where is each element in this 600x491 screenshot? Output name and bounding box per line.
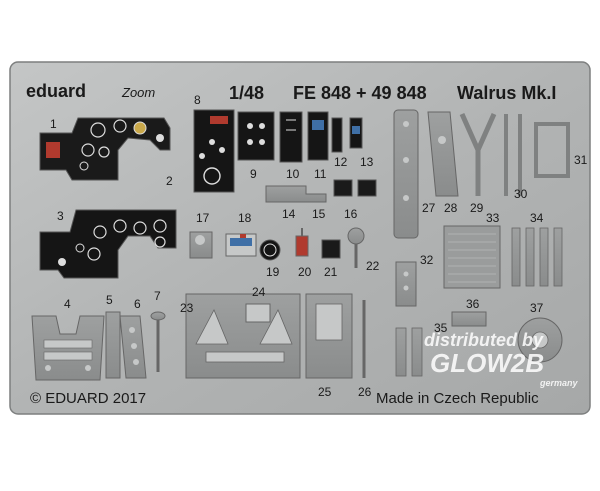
watermark-line-1: distributed by (424, 330, 544, 350)
part-number-16: 16 (344, 207, 358, 221)
part-25-rudder-pedals (305, 293, 353, 379)
part-8-radio-panel (193, 109, 235, 193)
part-number-20: 20 (298, 265, 312, 279)
brand-logo: eduard (26, 81, 86, 101)
part-number-31: 31 (574, 153, 588, 167)
part-number-35: 35 (434, 321, 448, 335)
part-24-seat-pad (245, 303, 271, 323)
part-number-24: 24 (252, 285, 266, 299)
part-10-panel (279, 111, 303, 163)
part-29-harness (459, 112, 497, 196)
part-number-9: 9 (250, 167, 257, 181)
part-number-18: 18 (238, 211, 252, 225)
part-number-13: 13 (360, 155, 374, 169)
part-number-11: 11 (314, 167, 327, 181)
part-number-34: 34 (530, 211, 544, 225)
part-30-belts (504, 114, 522, 196)
part-number-17: 17 (196, 211, 210, 225)
part-17-gauge-mount (189, 231, 213, 259)
part-number-7: 7 (154, 289, 161, 303)
part-number-2: 2 (166, 174, 173, 188)
part-number-14: 14 (282, 207, 296, 221)
scale-label: 1/48 (229, 83, 264, 103)
part-1-instrument-panel (39, 117, 171, 181)
part-9-switch-panel (237, 111, 275, 161)
part-6-lever-plate (119, 315, 147, 379)
part-23-floor-frame (185, 293, 301, 379)
part-number-19: 19 (266, 265, 280, 279)
part-4-seat-frame (31, 315, 105, 381)
part-number-3: 3 (57, 209, 64, 223)
part-number-30: 30 (514, 187, 528, 201)
part-number-28: 28 (444, 201, 458, 215)
origin-label: Made in Czech Republic (376, 390, 539, 407)
part-number-33: 33 (486, 211, 500, 225)
part-number-29: 29 (470, 201, 484, 215)
part-12-switch (331, 117, 343, 153)
product-codes: FE 848 + 49 848 (293, 83, 427, 103)
part-number-25: 25 (318, 385, 332, 399)
part-15-grille (333, 179, 377, 197)
part-number-4: 4 (64, 297, 71, 311)
part-33-mesh-panel (443, 225, 501, 289)
part-16-crank (347, 227, 365, 268)
part-13-switch (349, 117, 363, 149)
part-number-23: 23 (180, 301, 194, 315)
part-14-bracket (265, 185, 327, 203)
part-number-26: 26 (358, 385, 372, 399)
part-27-side-rail (393, 109, 419, 239)
part-19-gauge (259, 239, 281, 261)
part-36-bracket (451, 311, 487, 327)
part-number-22: 22 (366, 259, 380, 273)
part-number-21: 21 (324, 265, 338, 279)
part-number-27: 27 (422, 201, 436, 215)
part-number-37: 37 (530, 301, 544, 315)
part-21-grille (321, 239, 341, 259)
part-7-control-lever (150, 311, 166, 372)
part-number-12: 12 (334, 155, 348, 169)
part-5-bracket (105, 311, 121, 379)
copyright: © EDUARD 2017 (30, 390, 146, 407)
part-number-6: 6 (134, 297, 141, 311)
part-number-8: 8 (194, 93, 201, 107)
part-37-wheel (517, 317, 563, 363)
part-number-5: 5 (106, 293, 113, 307)
part-18-placard (225, 233, 257, 257)
model-name: Walrus Mk.I (457, 83, 556, 103)
part-35-side-strips (395, 327, 423, 377)
part-11-panel (307, 111, 329, 161)
watermark-line-3: germany (539, 378, 579, 388)
part-number-10: 10 (286, 167, 300, 181)
part-31-frame (534, 122, 570, 178)
part-34-straps (511, 227, 563, 287)
part-number-15: 15 (312, 207, 326, 221)
watermark-line-2: GLOW2B (430, 348, 544, 378)
part-number-1: 1 (50, 117, 57, 131)
part-32-strip (395, 261, 417, 307)
part-28-door-panel (427, 111, 459, 197)
zoom-logo: Zoom (121, 85, 155, 100)
part-20-lever (295, 228, 309, 257)
part-number-32: 32 (420, 253, 434, 267)
part-3-instrument-panel (39, 209, 177, 279)
part-number-36: 36 (466, 297, 480, 311)
